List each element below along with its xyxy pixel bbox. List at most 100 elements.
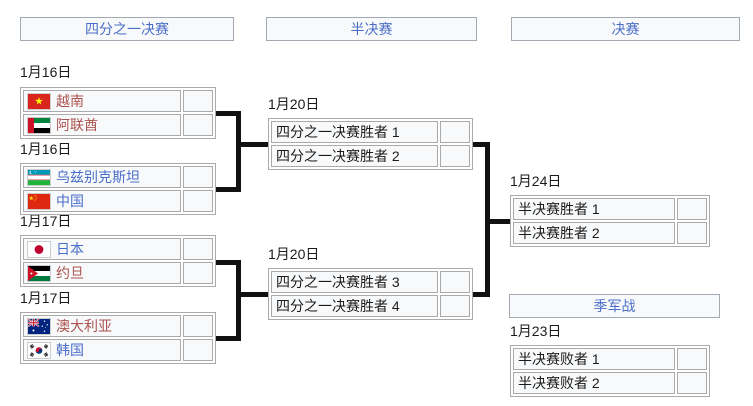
score-cell	[183, 238, 213, 260]
score-cell	[440, 145, 470, 167]
match-sf2: 四分之一决赛胜者 3 四分之一决赛胜者 4	[268, 268, 473, 320]
match-date: 1月17日	[20, 213, 72, 229]
team-cell: 半决赛败者 2	[513, 372, 675, 394]
score-cell	[183, 190, 213, 212]
team-cell: 乌兹别克斯坦	[23, 166, 181, 188]
score-cell	[183, 262, 213, 284]
score-cell	[677, 198, 707, 220]
match-date: 1月17日	[20, 290, 72, 306]
score-cell	[440, 271, 470, 293]
team-cell: 四分之一决赛胜者 4	[271, 295, 438, 317]
round-header-final-link[interactable]: 决赛	[611, 21, 640, 37]
team-row: 日本	[23, 238, 213, 260]
flag-uzbekistan-icon[interactable]	[28, 169, 50, 185]
match-qf4: 澳大利亚 韩国	[20, 312, 216, 364]
match-date: 1月23日	[510, 323, 562, 339]
round-header-quarterfinals: 四分之一决赛	[20, 17, 234, 41]
team-name-link[interactable]: 澳大利亚	[56, 318, 112, 334]
match-third-place: 半决赛败者 1 半决赛败者 2	[510, 345, 710, 397]
score-cell	[677, 372, 707, 394]
bracket-line	[473, 142, 490, 147]
team-row: 四分之一决赛胜者 1	[271, 121, 470, 143]
team-cell: 四分之一决赛胜者 1	[271, 121, 438, 143]
bracket-line	[236, 260, 241, 341]
flag-uae-icon[interactable]	[28, 117, 50, 133]
team-row: 阿联酋	[23, 114, 213, 136]
flag-japan-icon[interactable]	[28, 241, 50, 257]
match-qf3: 日本 约旦	[20, 235, 216, 287]
team-name-link[interactable]: 阿联酋	[56, 117, 98, 133]
team-row: 四分之一决赛胜者 3	[271, 271, 470, 293]
team-row: 四分之一决赛胜者 4	[271, 295, 470, 317]
match-date: 1月24日	[510, 173, 562, 189]
team-row: 四分之一决赛胜者 2	[271, 145, 470, 167]
round-header-third-place-link[interactable]: 季军战	[593, 298, 636, 314]
match-final: 半决赛胜者 1 半决赛胜者 2	[510, 195, 710, 247]
team-cell: 越南	[23, 90, 181, 112]
team-cell: 四分之一决赛胜者 2	[271, 145, 438, 167]
score-cell	[677, 222, 707, 244]
score-cell	[183, 166, 213, 188]
team-name-link[interactable]: 中国	[56, 193, 84, 209]
round-header-third-place: 季军战	[509, 294, 720, 318]
score-cell	[183, 114, 213, 136]
match-date: 1月16日	[20, 141, 72, 157]
team-row: 乌兹别克斯坦	[23, 166, 213, 188]
score-cell	[183, 339, 213, 361]
team-cell: 阿联酋	[23, 114, 181, 136]
bracket-line	[216, 336, 241, 341]
bracket-line	[490, 219, 510, 224]
team-name-link[interactable]: 约旦	[56, 265, 84, 281]
team-cell: 四分之一决赛胜者 3	[271, 271, 438, 293]
team-cell: 澳大利亚	[23, 315, 181, 337]
score-cell	[183, 90, 213, 112]
team-row: 韩国	[23, 339, 213, 361]
score-cell	[183, 315, 213, 337]
bracket-line	[485, 142, 490, 297]
match-date: 1月20日	[268, 96, 320, 112]
bracket-line	[241, 292, 268, 297]
team-cell: 半决赛胜者 2	[513, 222, 675, 244]
flag-vietnam-icon[interactable]	[28, 93, 50, 109]
team-row: 澳大利亚	[23, 315, 213, 337]
team-name-link[interactable]: 越南	[56, 93, 84, 109]
flag-south-korea-icon[interactable]	[28, 342, 50, 358]
team-row: 半决赛败者 2	[513, 372, 707, 394]
round-header-semifinals-link[interactable]: 半决赛	[350, 21, 393, 37]
bracket-line	[216, 260, 241, 265]
team-cell: 半决赛败者 1	[513, 348, 675, 370]
team-name-link[interactable]: 韩国	[56, 342, 84, 358]
bracket-line	[241, 142, 268, 147]
team-name-link[interactable]: 乌兹别克斯坦	[56, 169, 140, 185]
flag-australia-icon[interactable]	[28, 318, 50, 334]
match-qf2: 乌兹别克斯坦 中国	[20, 163, 216, 215]
match-date: 1月16日	[20, 64, 72, 80]
score-cell	[440, 295, 470, 317]
team-row: 半决赛胜者 2	[513, 222, 707, 244]
bracket-line	[236, 111, 241, 192]
team-row: 中国	[23, 190, 213, 212]
flag-china-icon[interactable]	[28, 193, 50, 209]
team-cell: 中国	[23, 190, 181, 212]
team-row: 半决赛胜者 1	[513, 198, 707, 220]
match-date: 1月20日	[268, 246, 320, 262]
team-cell: 日本	[23, 238, 181, 260]
bracket-line	[216, 111, 241, 116]
team-row: 约旦	[23, 262, 213, 284]
team-row: 越南	[23, 90, 213, 112]
team-cell: 约旦	[23, 262, 181, 284]
team-cell: 韩国	[23, 339, 181, 361]
bracket-line	[473, 292, 490, 297]
flag-jordan-icon[interactable]	[28, 265, 50, 281]
score-cell	[677, 348, 707, 370]
team-row: 半决赛败者 1	[513, 348, 707, 370]
bracket-line	[216, 187, 241, 192]
match-qf1: 越南 阿联酋	[20, 87, 216, 139]
round-header-quarterfinals-link[interactable]: 四分之一决赛	[85, 21, 169, 37]
team-cell: 半决赛胜者 1	[513, 198, 675, 220]
team-name-link[interactable]: 日本	[56, 241, 84, 257]
match-sf1: 四分之一决赛胜者 1 四分之一决赛胜者 2	[268, 118, 473, 170]
round-header-final: 决赛	[511, 17, 740, 41]
round-header-semifinals: 半决赛	[266, 17, 477, 41]
